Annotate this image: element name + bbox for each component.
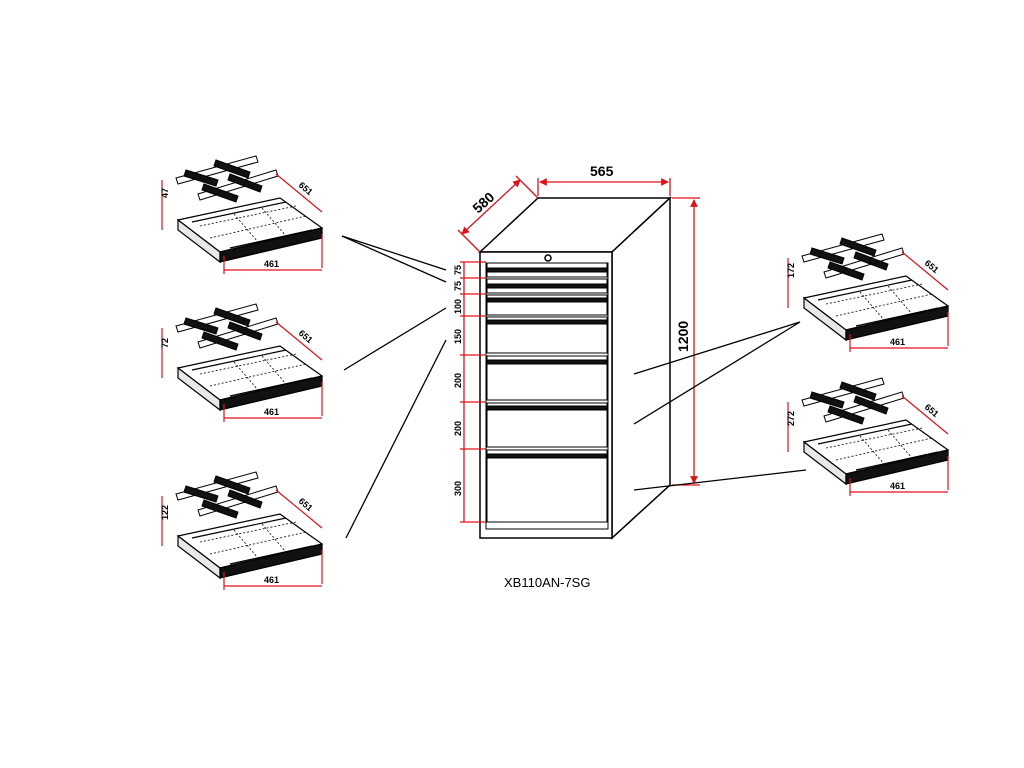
drawer-handle: [486, 453, 608, 459]
drawer-fronts: [486, 262, 608, 523]
drawer-height-label: 300: [453, 481, 463, 496]
drawer-width-label: 461: [264, 259, 279, 269]
drawer-handle: [486, 359, 608, 365]
drawer-height-label: 75: [453, 265, 463, 275]
drawer-detail: 172 651 461: [786, 233, 949, 352]
drawer-handle: [486, 405, 608, 411]
drawer-height-label: 172: [786, 263, 796, 278]
drawer-handle: [486, 267, 608, 273]
drawer-depth-label: 651: [923, 402, 941, 419]
drawer-height-label: 150: [453, 329, 463, 344]
height-label: 1200: [675, 321, 691, 352]
width-label: 565: [590, 163, 614, 179]
drawer-handle: [486, 297, 608, 303]
depth-label: 580: [469, 189, 497, 217]
drawer-width-label: 461: [264, 407, 279, 417]
drawer-depth-label: 651: [297, 496, 315, 513]
drawer-height-label: 272: [786, 411, 796, 426]
drawer-depth-label: 651: [297, 180, 315, 197]
drawer-height-label: 72: [160, 338, 170, 348]
model-label: XB110AN-7SG: [504, 575, 591, 590]
drawer-height-label: 200: [453, 421, 463, 436]
drawer-handle: [486, 283, 608, 289]
drawer-height-label: 47: [160, 188, 170, 198]
drawer-depth-label: 651: [923, 258, 941, 275]
drawer-width-label: 461: [890, 337, 905, 347]
drawer-height-label: 75: [453, 281, 463, 291]
drawer-detail: 122 651 461: [160, 471, 323, 590]
drawer-height-label: 122: [160, 505, 170, 520]
drawer-depth-label: 651: [297, 328, 315, 345]
drawer-height-label: 100: [453, 299, 463, 314]
cabinet-dimensions: [457, 175, 700, 523]
drawer-width-label: 461: [264, 575, 279, 585]
drawer-detail: 47 651 461: [160, 155, 323, 274]
drawer-handle: [486, 319, 608, 325]
drawer-height-label: 200: [453, 373, 463, 388]
depth-dimension-line: [461, 179, 521, 235]
drawer-front: [486, 449, 608, 523]
drawer-detail: 272 651 461: [786, 377, 949, 496]
drawer-detail: 72 651 461: [160, 303, 323, 422]
leader-lines: [341, 235, 807, 539]
lock-icon: [544, 254, 552, 262]
drawer-width-label: 461: [890, 481, 905, 491]
